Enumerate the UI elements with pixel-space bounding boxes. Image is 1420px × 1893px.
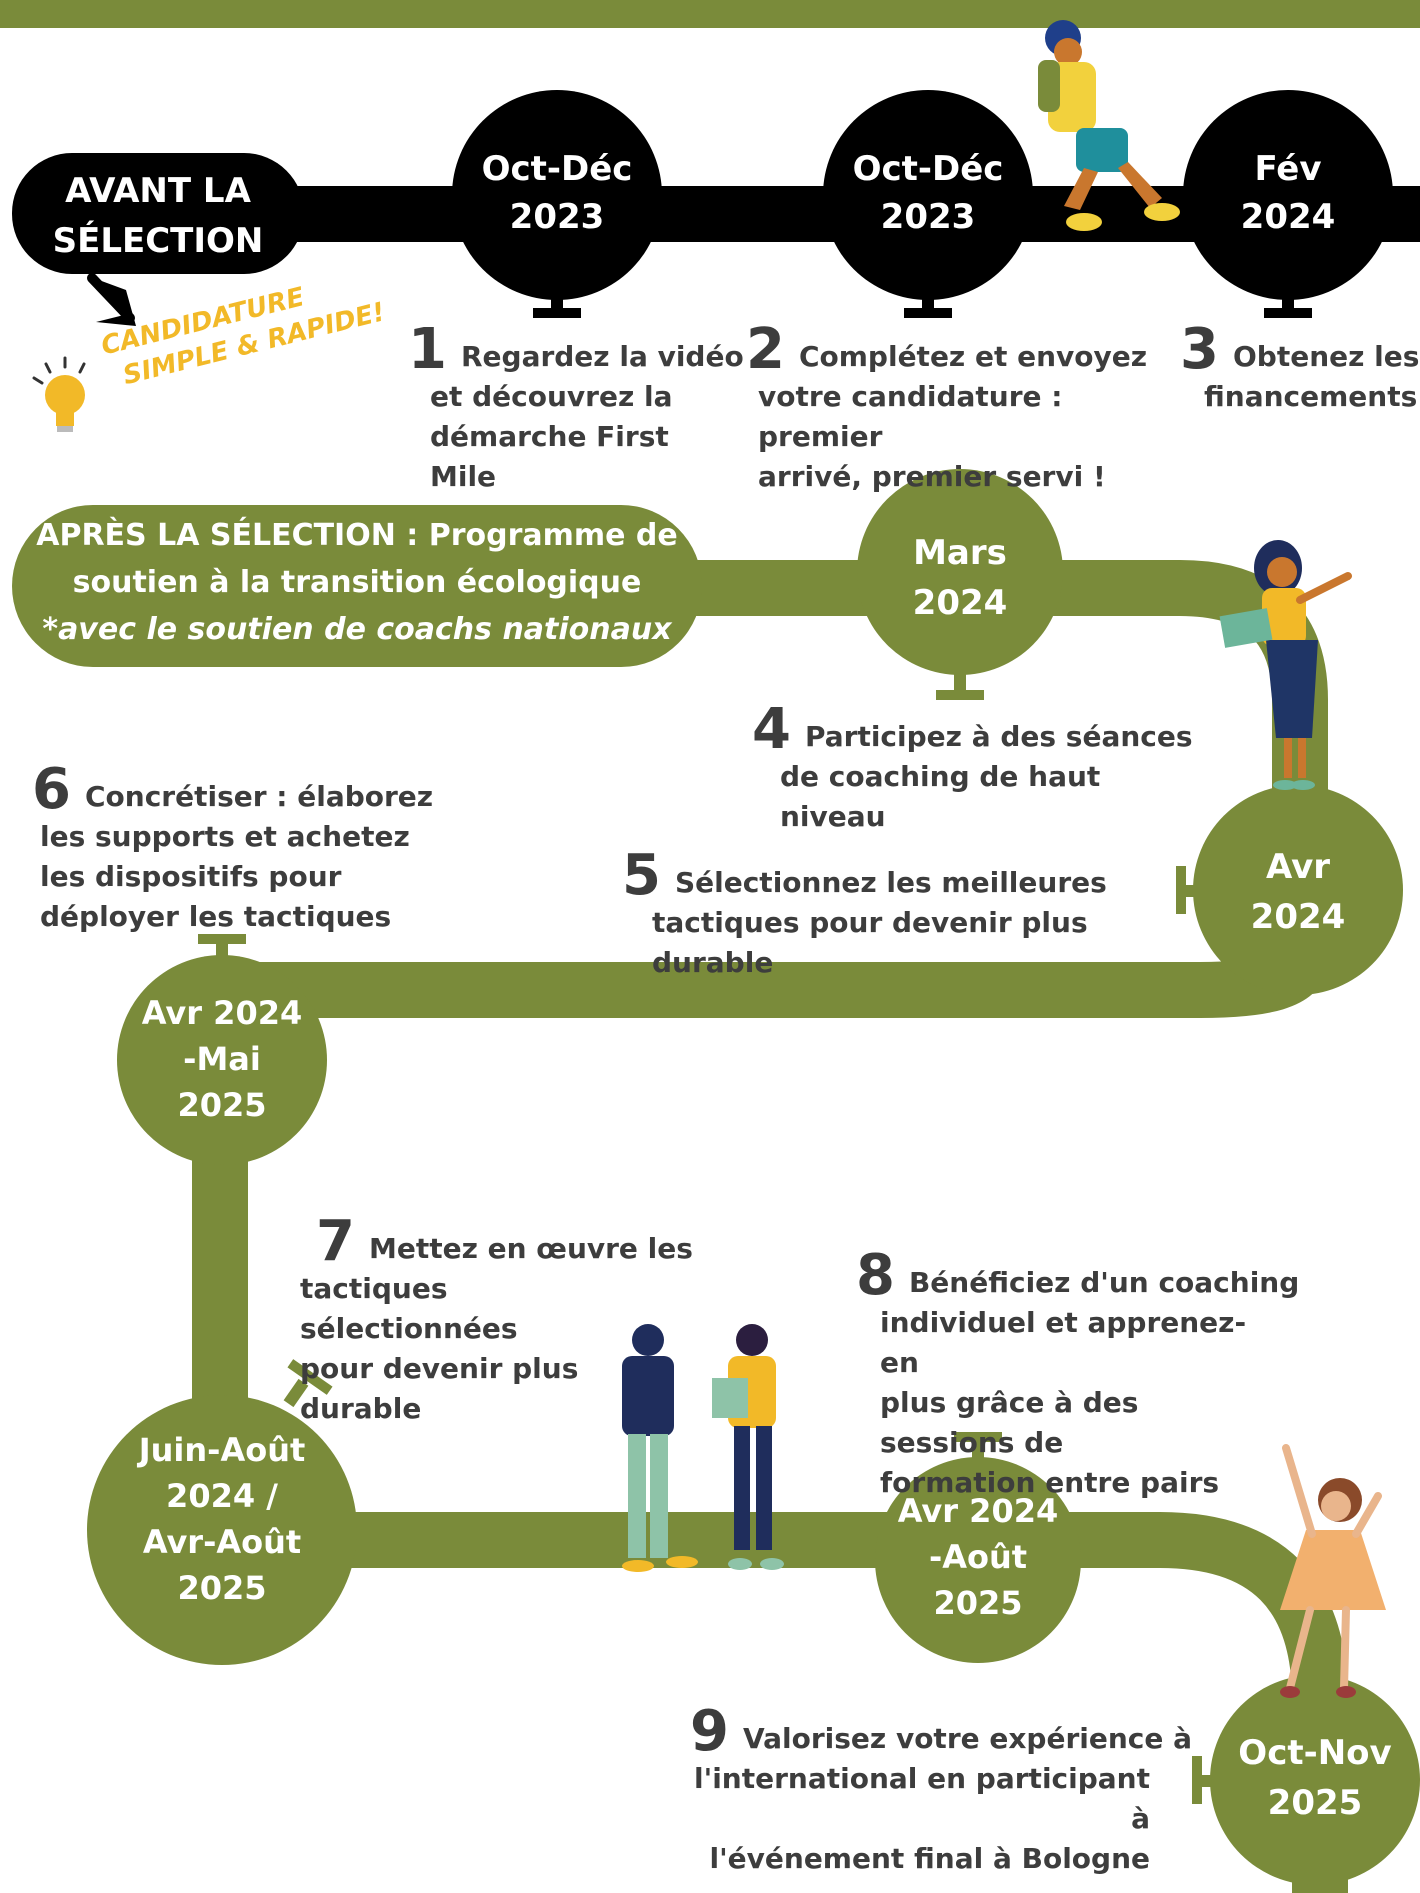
node-6-circle [117,934,327,1165]
step-number: 9 [690,1699,729,1764]
step-number: 1 [408,317,447,382]
before-selection-label: AVANT LA SÉLECTION [30,166,286,266]
cheering-woman-illustration [1280,1444,1386,1698]
step-number: 4 [752,697,791,762]
before-label-line-2: SÉLECTION [52,221,264,261]
node-8-circle [875,1432,1081,1663]
after-selection-text: APRÈS LA SÉLECTION : Programme de soutie… [22,512,692,653]
node-2-circle [823,90,1033,318]
node-7-circle [87,1359,357,1665]
after-selection-banner [12,505,702,667]
step-number: 3 [1180,317,1219,382]
after-line-3: *avec le soutien de coachs nationaux [42,612,672,647]
step-number: 8 [856,1243,895,1308]
step-number: 7 [316,1209,355,1274]
after-line-2: soutien à la transition écologique [72,565,642,600]
after-line-1: APRÈS LA SÉLECTION : Programme de [36,518,678,553]
node-9-circle [1192,1675,1420,1885]
lightbulb-icon [32,356,86,432]
top-band [0,0,1420,28]
walking-person-illustration [1038,20,1180,231]
arrow-shaft [87,273,135,323]
step-number: 2 [746,317,785,382]
before-label-line-1: AVANT LA [65,171,251,211]
node-1-circle [452,90,662,318]
two-women-illustration [622,1324,784,1572]
step-number: 5 [622,843,661,908]
node-3-circle [1183,90,1393,318]
node-4-circle [857,469,1063,700]
before-selection-bubble [12,153,304,274]
woman-reading-illustration [1219,540,1352,790]
step-number: 6 [32,757,71,822]
node-5-circle [1176,785,1403,995]
